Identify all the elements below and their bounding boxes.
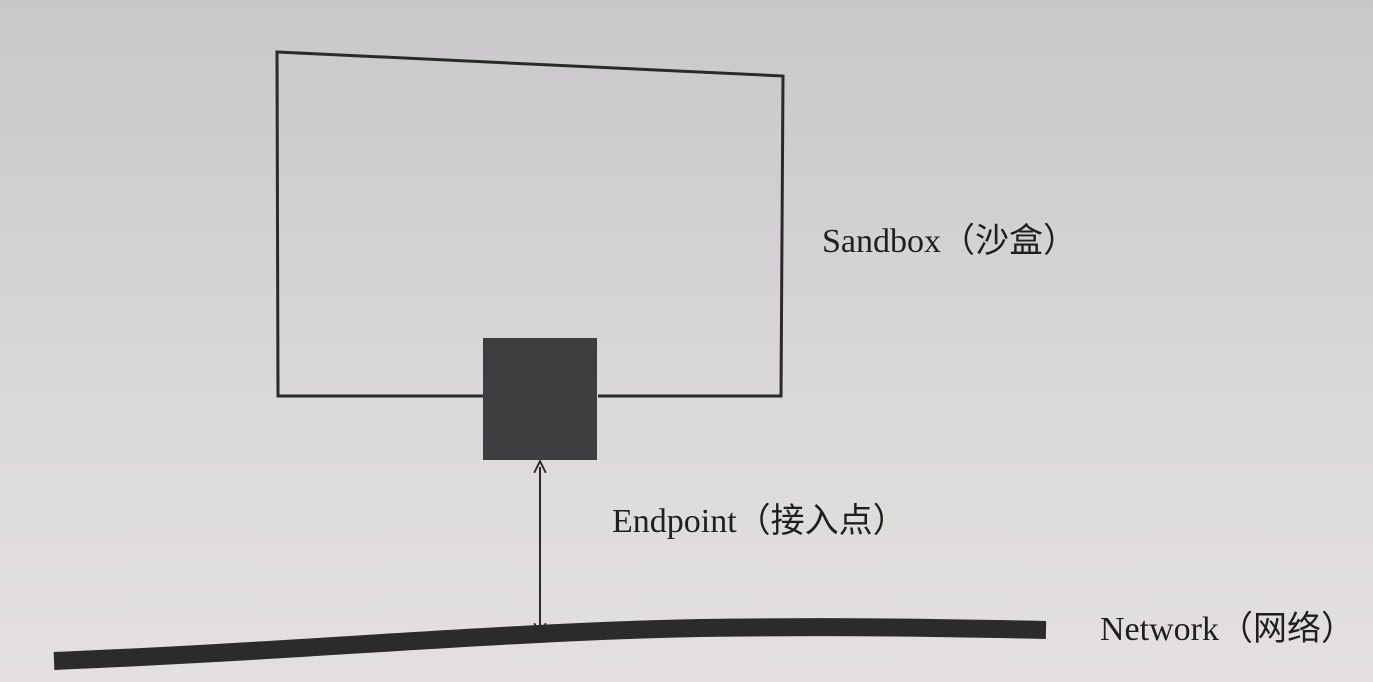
sandbox-label: Sandbox（沙盒）	[822, 223, 1077, 260]
network-line	[53, 618, 1047, 670]
network-label: Network（网络）	[1100, 611, 1355, 648]
endpoint-square	[483, 338, 597, 460]
endpoint-label: Endpoint（接入点）	[612, 503, 907, 540]
sandbox-box	[275, 50, 785, 398]
